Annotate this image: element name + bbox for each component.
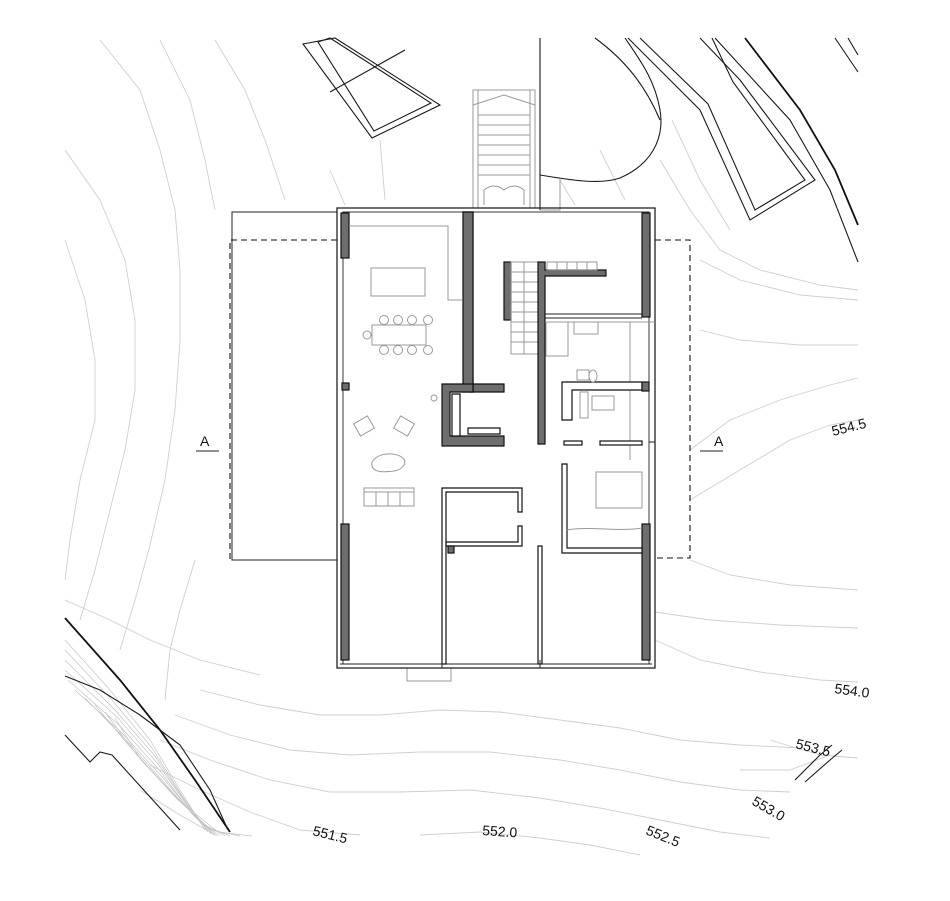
section-label-east: A xyxy=(714,433,724,449)
furniture xyxy=(352,267,438,507)
contour-label: 554.5 xyxy=(830,415,868,439)
dining-table xyxy=(371,324,427,346)
house xyxy=(336,207,656,669)
contour-label: 552.5 xyxy=(644,822,683,850)
sofa xyxy=(363,487,415,507)
contour-label: 552.0 xyxy=(482,822,518,840)
contour-label: 553.0 xyxy=(750,793,789,824)
section-label-west: A xyxy=(200,433,210,449)
entry-stair xyxy=(472,89,561,211)
site-roads xyxy=(64,37,859,833)
armchair xyxy=(352,415,376,437)
contour-label: 554.0 xyxy=(834,680,871,701)
terrain-contours xyxy=(64,39,859,856)
terraces xyxy=(229,211,691,682)
section-marker-east: A xyxy=(700,433,724,452)
interior-stair xyxy=(510,261,539,355)
kitchen-island xyxy=(370,267,426,297)
contour-label: 553.5 xyxy=(794,735,832,759)
rug xyxy=(371,453,406,473)
armchair xyxy=(392,415,416,437)
section-marker-west: A xyxy=(196,433,219,452)
contour-label: 551.5 xyxy=(311,822,349,846)
contour-labels: 554.5 554.0 553.5 553.0 552.5 552.0 551.… xyxy=(311,415,870,850)
